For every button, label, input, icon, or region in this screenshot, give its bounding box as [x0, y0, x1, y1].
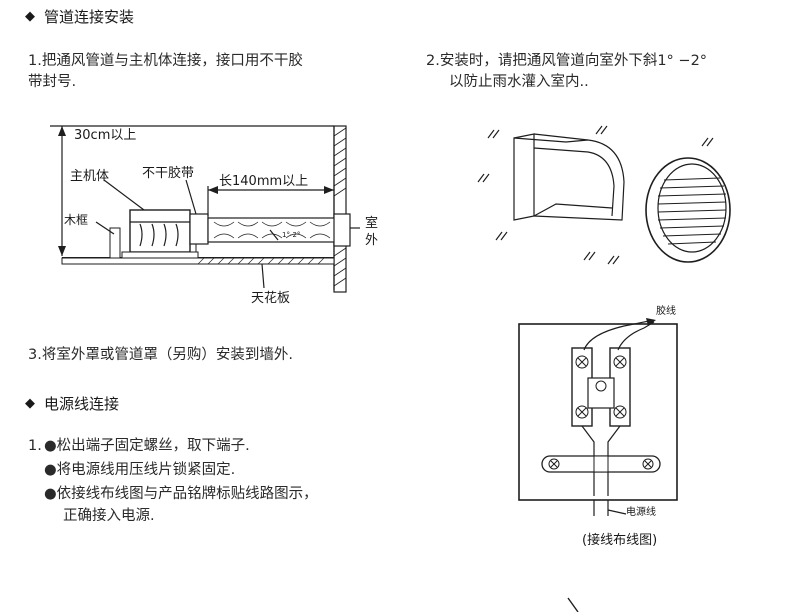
power-step-continuation: 正确接入电源. [63, 508, 155, 524]
step3-text: 3.将室外罩或管道罩（另购）安装到墙外. [28, 347, 293, 363]
ceiling-label: 天花板 [251, 291, 291, 306]
wiring-diagram [518, 318, 678, 516]
wiring-caption: (接线布线图) [582, 533, 658, 548]
outdoor-label-1: 室 [365, 216, 379, 231]
frame-label: 木框 [64, 213, 89, 227]
outdoor-label-2: 外 [365, 233, 379, 248]
section2-title: 电源线连接 [44, 395, 120, 413]
power-step-item-3: ●依接线布线图与产品铭牌标贴线路图示， [44, 486, 318, 502]
glue-wire-label: 胶线 [656, 306, 676, 317]
section1-marker: ◆ [25, 9, 35, 24]
power-step-item-2: ●将电源线用压线片锁紧固定. [44, 462, 236, 478]
power-wire-label: 电源线 [626, 507, 656, 518]
section1-title: 管道连接安装 [44, 8, 135, 26]
installation-diagram [50, 125, 360, 293]
height-label: 30cm以上 [74, 128, 137, 143]
bottom-mark [567, 597, 579, 612]
step1-line1: 1.把通风管道与主机体连接，接口用不干胶 [28, 53, 303, 69]
tape-label: 不干胶带 [142, 166, 195, 181]
power-step-item-1: ●松出端子固定螺丝，取下端子. [44, 438, 250, 454]
step2-line1: 2.安装时，请把通风管道向室外下斜1° −2° [426, 53, 708, 69]
power-step-prefix: 1. [28, 438, 42, 454]
section2-marker: ◆ [25, 396, 35, 411]
step1-line2: 带封号. [28, 74, 77, 90]
step2-line2: 以防止雨水灌入室内.. [449, 74, 589, 90]
slope-label: 1°-2° [282, 231, 301, 239]
unit-label: 主机体 [70, 169, 110, 184]
outdoor-hood-diagram [477, 125, 731, 265]
length-label: 长140mm以上 [219, 174, 309, 189]
